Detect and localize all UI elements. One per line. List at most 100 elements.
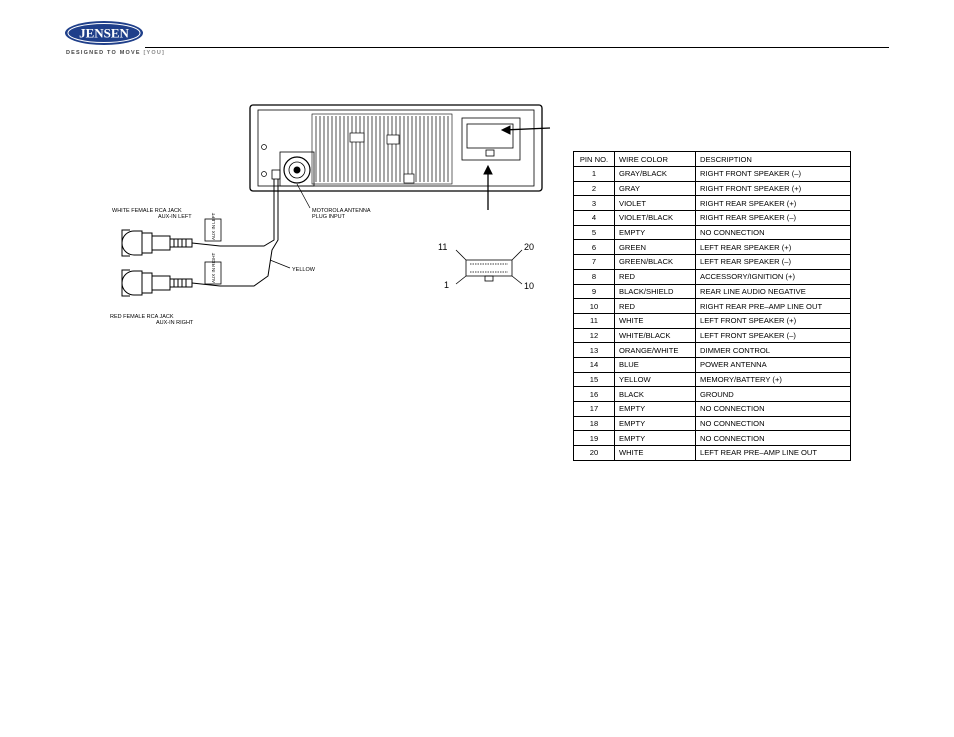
yellow-label: YELLOW	[292, 267, 316, 273]
pin-description: GROUND	[695, 386, 851, 402]
wire-color: VIOLET	[614, 195, 696, 212]
brand-text: JENSEN	[79, 26, 129, 41]
tagline: DESIGNED TO MOVE [YOU]	[66, 50, 165, 56]
jensen-logo: JENSEN	[65, 21, 143, 45]
pin-number: 11	[573, 312, 615, 329]
wire-color: BLUE	[614, 356, 696, 373]
yellow-leader	[269, 259, 291, 269]
pin-number: 9	[573, 283, 615, 300]
pin-number: 10	[573, 298, 615, 314]
head-unit-rear	[249, 104, 543, 192]
pin-description: LEFT REAR SPEAKER (+)	[695, 239, 851, 256]
pin-description: NO CONNECTION	[695, 430, 851, 447]
tag-left-text: AUX IN LEFT	[211, 212, 216, 240]
rca-jack-white	[121, 229, 221, 257]
antenna-label-1: MOTOROLA ANTENNA	[312, 208, 371, 214]
pin-description: LEFT REAR SPEAKER (–)	[695, 254, 851, 270]
pin-label-1: 1	[444, 280, 449, 290]
pin-number: 19	[573, 430, 615, 447]
wire-color: GRAY/BLACK	[614, 166, 696, 182]
tagline-main: DESIGNED TO MOVE	[66, 50, 141, 56]
pin-description: LEFT FRONT SPEAKER (–)	[695, 327, 851, 344]
pin-number: 16	[573, 386, 615, 402]
aux-right-label: AUX-IN RIGHT	[156, 320, 194, 326]
header-description: DESCRIPTION	[695, 151, 851, 167]
pin-description: NO CONNECTION	[695, 401, 851, 417]
pin-description: NO CONNECTION	[695, 415, 851, 432]
white-jack-label: WHITE FEMALE RCA JACK	[112, 208, 182, 214]
wire-color: RED	[614, 268, 696, 285]
pin-number: 4	[573, 210, 615, 226]
pin-description: RIGHT REAR PRE–AMP LINE OUT	[695, 298, 851, 314]
pin-number: 8	[573, 268, 615, 285]
wire-color: EMPTY	[614, 401, 696, 417]
connector-pinout	[455, 249, 523, 285]
antenna-label-2: PLUG INPUT	[312, 214, 346, 220]
wire-color: EMPTY	[614, 415, 696, 432]
rca-jack-red	[121, 269, 221, 297]
pin-description: RIGHT FRONT SPEAKER (–)	[695, 166, 851, 182]
pin-description: LEFT REAR PRE–AMP LINE OUT	[695, 445, 851, 461]
wire-color: RED	[614, 298, 696, 314]
wire-color: BLACK	[614, 386, 696, 402]
pin-number: 15	[573, 371, 615, 388]
pin-number: 17	[573, 401, 615, 417]
connector-arrows	[483, 125, 551, 210]
wire-color: GREEN/BLACK	[614, 254, 696, 270]
pin-number: 5	[573, 224, 615, 241]
pin-number: 2	[573, 180, 615, 197]
pin-number: 18	[573, 415, 615, 432]
pin-description: DIMMER CONTROL	[695, 342, 851, 358]
antenna-leader	[296, 183, 311, 209]
tag-aux-right	[204, 261, 222, 285]
heatsink-fins	[315, 116, 449, 182]
pin-description: RIGHT FRONT SPEAKER (+)	[695, 180, 851, 197]
pin-description: LEFT FRONT SPEAKER (+)	[695, 312, 851, 329]
aux-cable	[220, 169, 281, 287]
tag-aux-left	[204, 218, 222, 242]
pin-label-10: 10	[524, 281, 534, 291]
tag-right-text: AUX IN RIGHT	[211, 252, 216, 283]
pin-number: 1	[573, 166, 615, 182]
pin-number: 20	[573, 445, 615, 461]
header-wire-color: WIRE COLOR	[614, 151, 696, 167]
pin-number: 14	[573, 356, 615, 373]
wire-color: BLACK/SHIELD	[614, 283, 696, 300]
tagline-you: [YOU]	[143, 50, 166, 56]
mounting-screws	[261, 132, 415, 184]
aux-left-label: AUX-IN LEFT	[158, 214, 192, 220]
pin-number: 3	[573, 195, 615, 212]
wire-color: YELLOW	[614, 371, 696, 388]
wire-color: WHITE	[614, 312, 696, 329]
pin-number: 7	[573, 254, 615, 270]
rear-connector	[461, 117, 521, 161]
wire-color: VIOLET/BLACK	[614, 210, 696, 226]
antenna-socket	[279, 151, 315, 187]
header-rule	[145, 47, 889, 48]
pin-number: 13	[573, 342, 615, 358]
wiring-diagram: AUX IN LEFT AUX IN RIGHT YELLOW WHITE FE…	[110, 104, 551, 326]
header-pin: PIN NO.	[573, 151, 615, 167]
pin-number: 6	[573, 239, 615, 256]
pin-description: ACCESSORY/IGNITION (+)	[695, 268, 851, 285]
wire-color: GRAY	[614, 180, 696, 197]
pin-label-11: 11	[438, 242, 447, 252]
pin-description: RIGHT REAR SPEAKER (–)	[695, 210, 851, 226]
pin-table-header: PIN NO. WIRE COLOR DESCRIPTION	[573, 151, 851, 167]
